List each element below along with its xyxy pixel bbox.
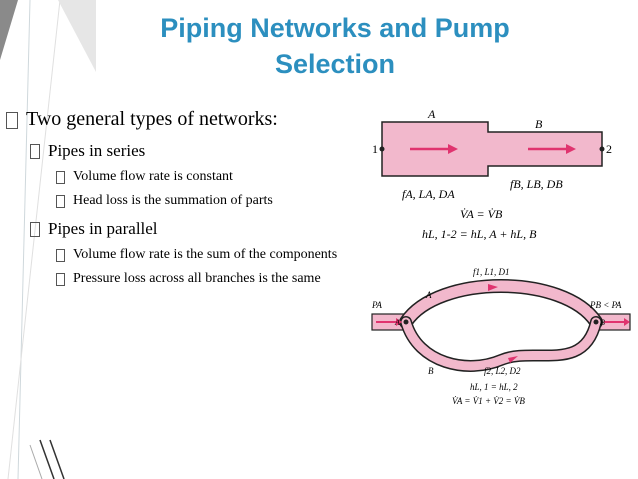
bullet-series-item: Volume flow rate is constant bbox=[56, 169, 368, 185]
eq-head: hL, 1-2 = hL, A + hL, B bbox=[422, 227, 537, 241]
title-line-1: Piping Networks and Pump bbox=[160, 13, 510, 43]
series-pipe-diagram: A B 1 2 fA, LA, DA fB, LB, DB V̇A = V̇B … bbox=[370, 104, 632, 245]
label-b: B bbox=[535, 117, 543, 131]
bullet-list: Two general types of networks: Pipes in … bbox=[6, 108, 368, 287]
eq-head: hL, 1 = hL, 2 bbox=[470, 382, 518, 392]
bullet-icon bbox=[56, 195, 65, 208]
label-b: B bbox=[428, 366, 434, 376]
eq-flow: V̇A = V̇B bbox=[460, 207, 503, 221]
node-a: A bbox=[394, 318, 400, 327]
bullet-icon bbox=[30, 144, 40, 159]
props-2: f2, L2, D2 bbox=[484, 366, 521, 376]
label-pa: PA bbox=[371, 300, 382, 310]
bullet-parallel: Pipes in parallel bbox=[30, 219, 368, 239]
bullet-parallel-text: Pipes in parallel bbox=[48, 219, 158, 238]
bullet-icon bbox=[56, 273, 65, 286]
bullet-icon bbox=[30, 222, 40, 237]
label-a: A bbox=[425, 290, 432, 300]
bullet-icon bbox=[6, 112, 18, 129]
parallel-pipe-diagram: f1, L1, D1 f2, L2, D2 PA PB < PA A B A B… bbox=[368, 264, 634, 412]
node-2: 2 bbox=[606, 142, 612, 156]
bullet-main-text: Two general types of networks: bbox=[26, 108, 278, 130]
props-b: fB, LB, DB bbox=[510, 177, 563, 191]
bullet-icon bbox=[56, 171, 65, 184]
node-1: 1 bbox=[372, 142, 378, 156]
bullet-series-item: Head loss is the summation of parts bbox=[56, 193, 368, 209]
bullet-icon bbox=[56, 249, 65, 262]
props-a: fA, LA, DA bbox=[402, 187, 455, 201]
label-a: A bbox=[427, 107, 436, 121]
title-line-2: Selection bbox=[274, 49, 396, 79]
decorative-lines bbox=[0, 0, 96, 479]
node-b: B bbox=[600, 318, 605, 327]
bullet-series-text: Pipes in series bbox=[48, 141, 146, 160]
bullet-parallel-item: Volume flow rate is the sum of the compo… bbox=[56, 247, 368, 263]
bullet-parallel-item: Pressure loss across all branches is the… bbox=[56, 271, 368, 287]
bullet-main: Two general types of networks: bbox=[6, 108, 368, 131]
slide-title: Piping Networks and Pump Selection bbox=[100, 10, 570, 82]
props-1: f1, L1, D1 bbox=[473, 267, 510, 277]
label-pb: PB < PA bbox=[589, 300, 622, 310]
bullet-series: Pipes in series bbox=[30, 141, 368, 161]
eq-flow: V̇A = V̇1 + V̇2 = V̇B bbox=[452, 396, 525, 406]
